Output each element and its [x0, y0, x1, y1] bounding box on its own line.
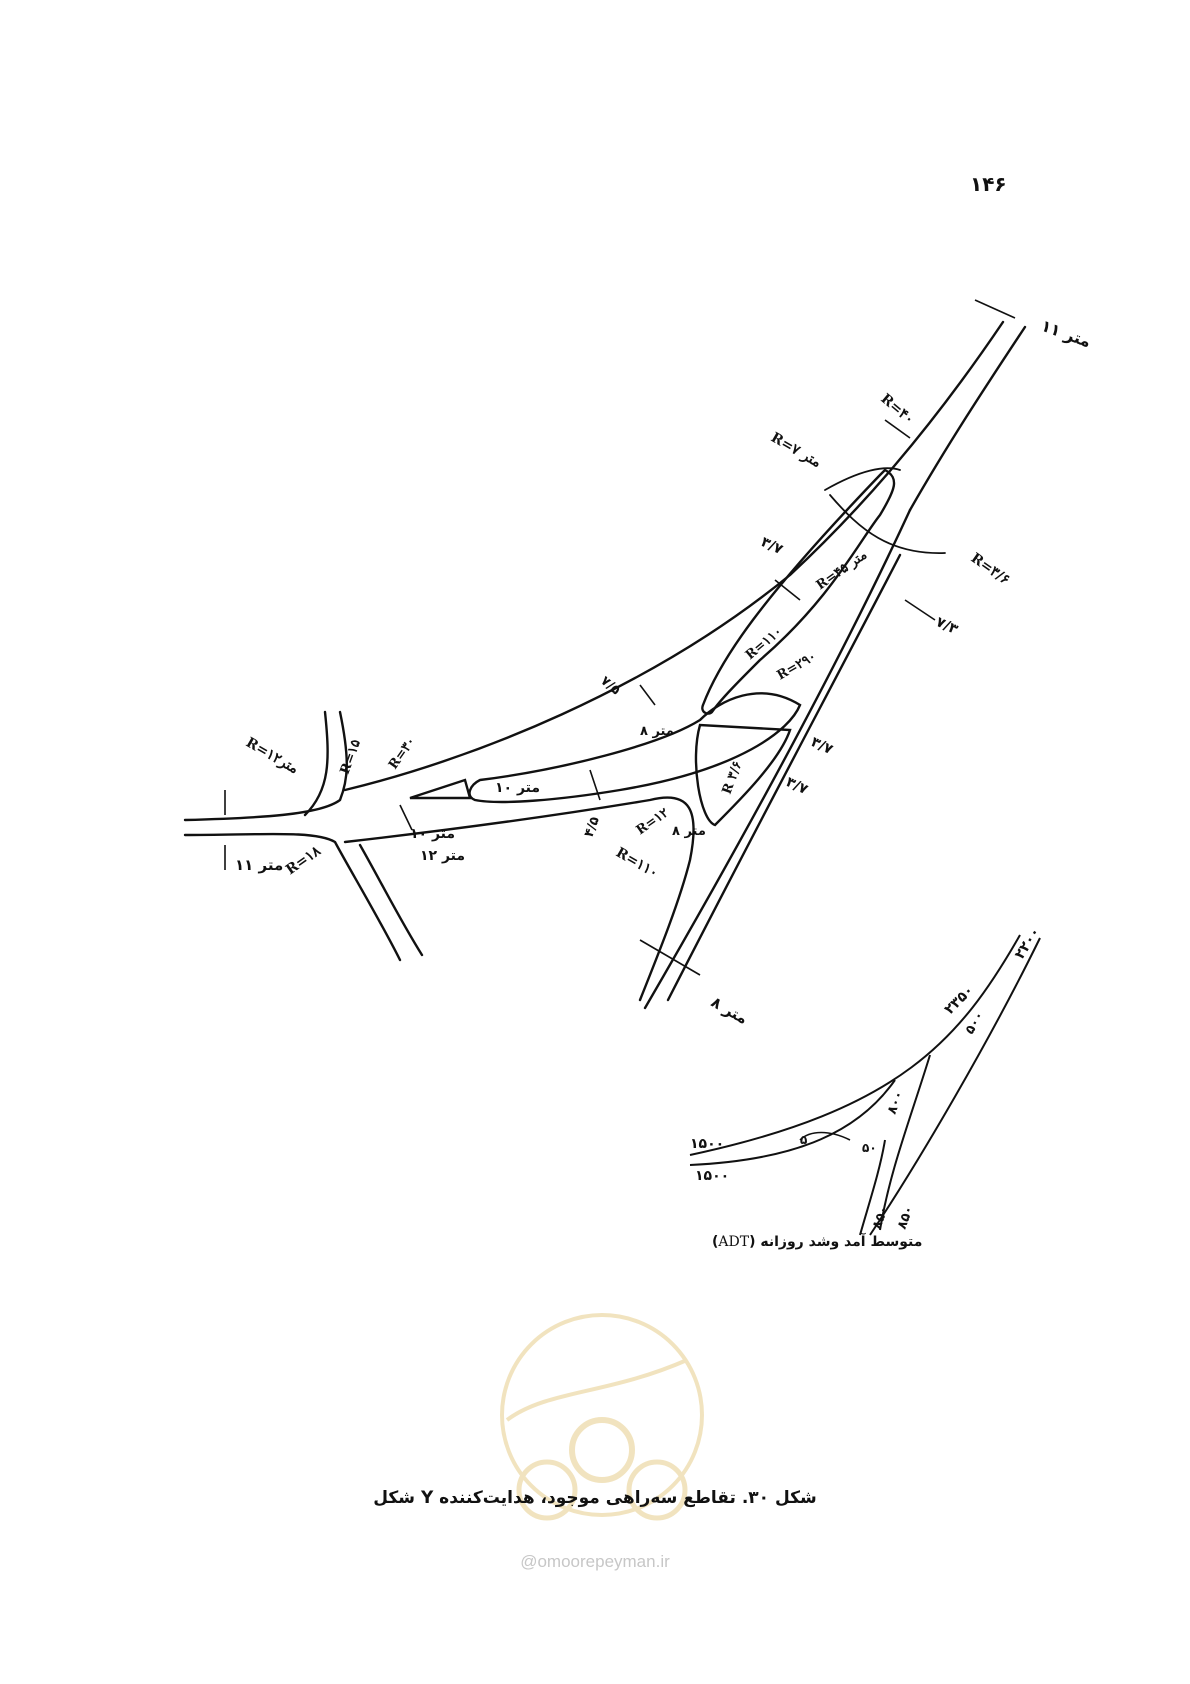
island-triangle [694, 723, 792, 827]
label-w45: ۴/۵ [582, 815, 603, 840]
south-stub-edge [358, 843, 424, 957]
adt-label-1500-top: ۱۵۰۰ [690, 1136, 724, 1152]
adt-label-500: ۵۰۰ [962, 1009, 987, 1037]
label-r110-b: R=۱۱۰ [613, 845, 661, 882]
label-w8-b: ۸ متر [672, 824, 706, 839]
label-r30: R=۳۰ [386, 734, 419, 772]
adt-legend: متوسط آمد وشد روزانه (ADT) [712, 1234, 923, 1250]
island-center [468, 692, 802, 804]
adt-label-50: ۵۰ [862, 1141, 877, 1155]
label-w37-c: ۳/۷ [783, 774, 810, 798]
curve-r3 [824, 467, 901, 491]
label-w10-b: ۱۰ متر [410, 826, 455, 842]
curve-r7 [829, 494, 946, 554]
label-r18: R=۱۸ [283, 843, 324, 878]
label-r7: R=۷ متر [768, 430, 824, 471]
label-w11-top: ۱۱ متر [1039, 316, 1094, 351]
figure-caption: شکل ۳۰. تقاطع سه‌راهی موجود، هدایت‌کننده… [373, 1488, 817, 1508]
page-number: ۱۴۶ [970, 172, 1007, 196]
label-r290: R=۲۹۰ [775, 649, 819, 683]
label-r12-b: R=۱۲ [634, 806, 672, 839]
adt-label-850-b: ۸۵۰ [895, 1204, 917, 1232]
adt-label-850: ۸۵۰ [870, 1204, 892, 1232]
label-w8-c: ۸ متر [708, 993, 751, 1028]
label-r40: R=۴۰ [877, 391, 917, 428]
adt-legend-abbr: ADT [718, 1234, 750, 1250]
label-w10-a: ۱۰ متر [495, 780, 540, 796]
main-road-edge-east [908, 325, 1027, 512]
label-w11-left: ۱۱ متر [235, 856, 283, 874]
main-road-edge-west [343, 320, 1005, 792]
label-w73: ۷/۳ [933, 614, 960, 638]
west-road-edge-south [183, 832, 402, 962]
north-stub-edge [303, 710, 329, 817]
label-r36: R=۳/۶ [968, 550, 1013, 588]
island-north [701, 468, 896, 715]
island-small [409, 778, 472, 800]
sw-road-edge-a [643, 508, 912, 1010]
adt-diagram-lines [689, 934, 1041, 1236]
sw-road-edge-b [666, 553, 902, 1002]
adt-label-2200: ۲۲۰۰ [1012, 925, 1044, 962]
west-road-edge-north [183, 710, 348, 822]
label-r15: R=۱۵ [338, 738, 364, 777]
label-r45: R=۴۵ متر [814, 548, 870, 594]
adt-label-1500-bottom: ۱۵۰۰ [695, 1168, 729, 1184]
adt-label-5: ۵ [800, 1133, 807, 1147]
watermark-logo [500, 1313, 704, 1521]
label-w8-a: ۸ متر [640, 724, 674, 739]
connector-edge [343, 796, 695, 1002]
adt-legend-text: متوسط آمد وشد روزانه [760, 1234, 923, 1250]
watermark-url: @omoorepeyman.ir [520, 1552, 670, 1571]
label-w37-a: ۳/۷ [758, 534, 785, 558]
label-r3-6: R ۳/۶ [720, 759, 746, 796]
label-w12: ۱۲ متر [420, 848, 465, 864]
label-r12: R=۱۲متر [243, 735, 301, 778]
label-w37-b: ۳/۷ [808, 734, 835, 758]
adt-label-800: ۸۰۰ [885, 1089, 907, 1117]
